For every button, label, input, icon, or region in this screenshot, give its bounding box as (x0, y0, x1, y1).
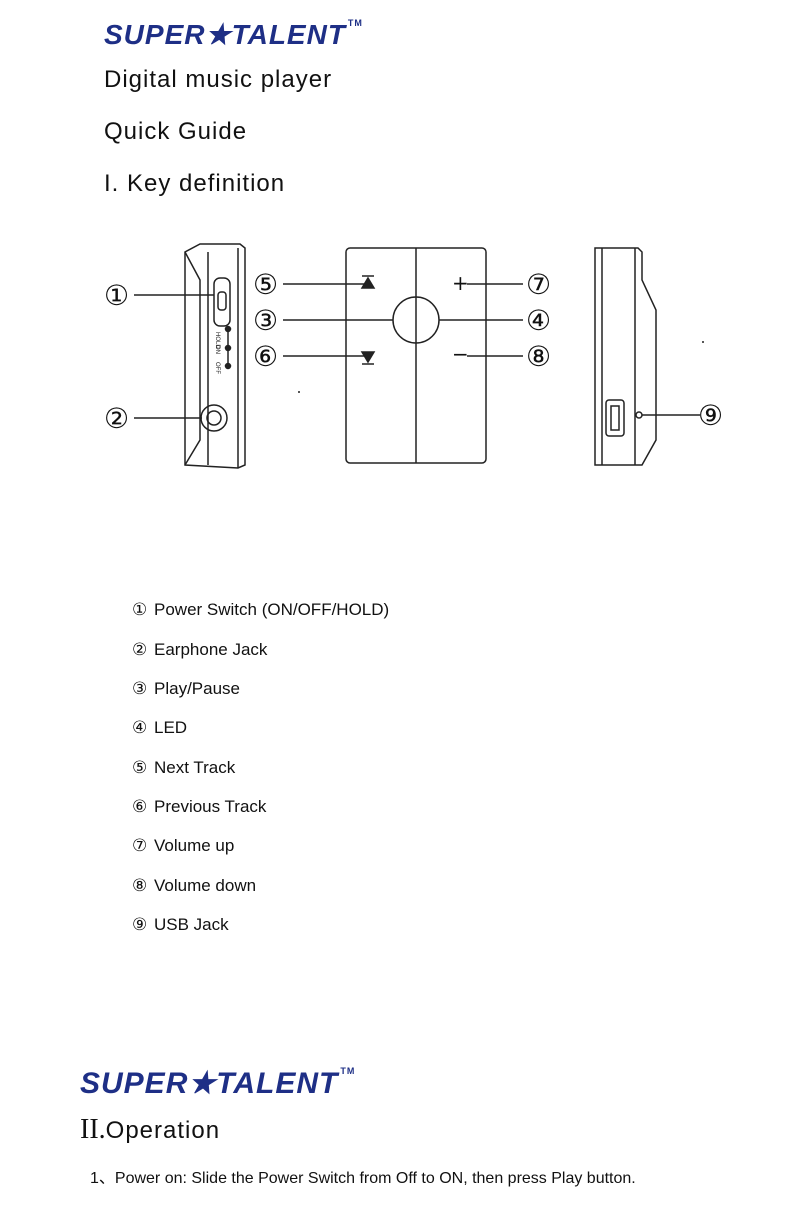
callout-3: ③ (253, 304, 278, 337)
key-diagram: HOLD ON OFF + − ① ② ③ ④ ⑤ ⑥ ⑦ ⑧ ⑨ (104, 243, 723, 469)
switch-label-off: OFF (214, 362, 220, 374)
callout-5: ⑤ (253, 268, 278, 301)
legend-num: ③ (132, 679, 148, 698)
callout-9: ⑨ (698, 399, 723, 432)
legend-item: ④ LED (132, 718, 187, 738)
legend-num: ⑤ (132, 758, 148, 777)
callout-8: ⑧ (526, 340, 551, 373)
switch-label-on: ON (214, 345, 220, 354)
switch-label-hold: HOLD (214, 332, 220, 349)
legend-item: ② Earphone Jack (132, 640, 267, 660)
callout-7: ⑦ (526, 268, 551, 301)
section2-number: II. (80, 1114, 106, 1145)
legend-item: ⑧ Volume down (132, 876, 256, 896)
legend-num: ② (132, 640, 148, 659)
legend-item: ① Power Switch (ON/OFF/HOLD) (132, 600, 389, 620)
minus-sign: − (452, 342, 469, 366)
legend-num: ④ (132, 718, 148, 737)
callout-1: ① (104, 279, 129, 312)
section2-heading: II.Operation (80, 1114, 220, 1146)
right-side-view (594, 247, 657, 466)
callout-2: ② (104, 402, 129, 435)
section2-title: Operation (105, 1117, 221, 1144)
power-switch (213, 277, 231, 327)
earphone-jack (200, 404, 228, 432)
guide-title: Quick Guide (104, 118, 248, 145)
legend-num: ⑧ (132, 876, 148, 895)
brand-logo-text: SUPER★TALENT (104, 19, 346, 50)
legend-text: Volume down (154, 876, 257, 895)
legend-text: Next Track (154, 758, 236, 777)
left-side-view (184, 243, 246, 469)
legend-item: ⑨ USB Jack (132, 915, 229, 935)
brand-logo-2-text: SUPER★TALENT (80, 1067, 339, 1100)
legend-num: ⑦ (132, 836, 148, 855)
legend-text: Volume up (154, 836, 235, 855)
legend-text: Earphone Jack (154, 640, 268, 659)
legend-text: Power Switch (ON/OFF/HOLD) (154, 600, 390, 619)
legend-item: ⑤ Next Track (132, 758, 235, 778)
brand-logo-2-tm: TM (340, 1066, 356, 1076)
operation-step-1: 1、Power on: Slide the Power Switch from … (90, 1170, 636, 1187)
legend-text: LED (154, 718, 188, 737)
brand-logo-tm: TM (347, 18, 363, 28)
legend-num: ① (132, 600, 148, 619)
callout-6: ⑥ (253, 340, 278, 373)
legend-item: ⑥ Previous Track (132, 797, 266, 817)
legend-item: ⑦ Volume up (132, 836, 234, 856)
usb-jack (605, 399, 625, 437)
section1-title: I. Key definition (104, 170, 286, 197)
legend-text: Play/Pause (154, 679, 240, 698)
plus-sign: + (452, 271, 469, 295)
product-title: Digital music player (104, 66, 333, 93)
legend-num: ⑨ (132, 915, 148, 934)
legend-text: Previous Track (154, 797, 267, 816)
callout-4: ④ (526, 304, 551, 337)
legend-text: USB Jack (154, 915, 229, 934)
legend-item: ③ Play/Pause (132, 679, 240, 699)
legend-num: ⑥ (132, 797, 148, 816)
